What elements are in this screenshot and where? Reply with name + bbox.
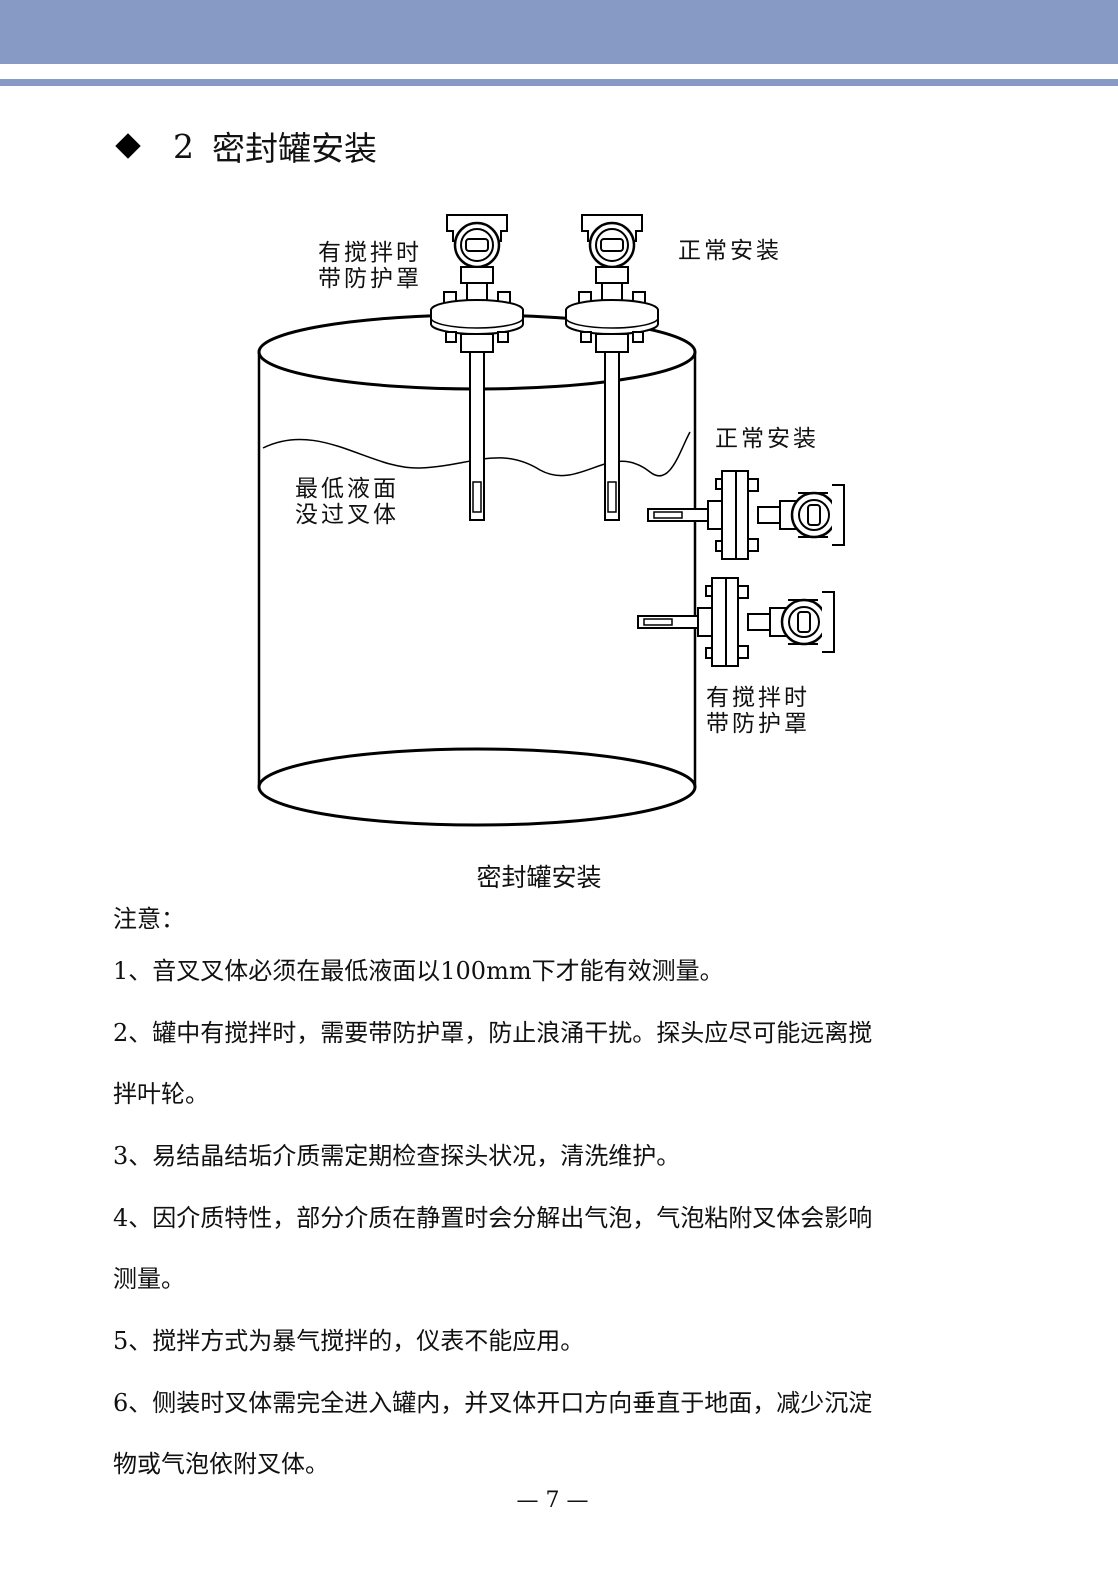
note-line: 5、搅拌方式为暴气搅拌的，仪表不能应用。 xyxy=(113,1327,585,1355)
header-band xyxy=(0,0,1118,64)
note-line: 3、易结晶结垢介质需定期检查探头状况，清洗维护。 xyxy=(113,1142,681,1170)
notes-heading: 注意： xyxy=(113,905,185,933)
label-side-normal: 正常安装 xyxy=(715,426,819,452)
section-title-text: 密封罐安装 xyxy=(212,129,377,168)
side-instrument-with-guard xyxy=(636,576,836,668)
note-line: 1、音叉叉体必须在最低液面以100mm下才能有效测量。 xyxy=(113,957,724,985)
label-top-guard: 有搅拌时 带防护罩 xyxy=(318,240,422,292)
header-stripe xyxy=(0,79,1118,86)
section-number: 2 xyxy=(173,126,194,166)
side-instrument-normal xyxy=(646,469,846,561)
tank-installation-diagram xyxy=(257,213,846,827)
liquid-level-line xyxy=(262,431,691,477)
figure-caption: 密封罐安装 xyxy=(476,863,602,892)
label-liquid-level: 最低液面 没过叉体 xyxy=(295,476,399,528)
note-line: 拌叶轮。 xyxy=(113,1080,209,1108)
note-line: 4、因介质特性，部分介质在静置时会分解出气泡，气泡粘附叉体会影响 xyxy=(113,1204,873,1232)
note-line: 测量。 xyxy=(113,1265,185,1293)
top-instrument-with-guard xyxy=(429,213,525,522)
section-title: 2 密封罐安装 xyxy=(113,122,377,170)
top-instrument-normal xyxy=(564,213,660,522)
note-line: 2、罐中有搅拌时，需要带防护罩，防止浪涌干扰。探头应尽可能远离搅 xyxy=(113,1019,873,1047)
label-side-guard: 有搅拌时 带防护罩 xyxy=(706,685,810,737)
page-number: — 7 — xyxy=(516,1488,589,1513)
label-top-normal: 正常安装 xyxy=(678,238,782,264)
note-line: 物或气泡依附叉体。 xyxy=(113,1450,329,1478)
note-line: 6、侧装时叉体需完全进入罐内，并叉体开口方向垂直于地面，减少沉淀 xyxy=(113,1389,873,1417)
